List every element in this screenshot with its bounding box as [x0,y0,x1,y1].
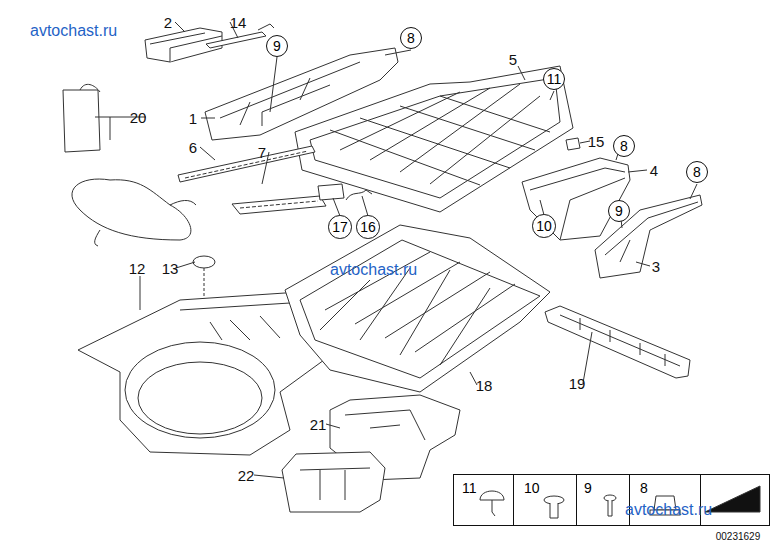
part-number: 21 [310,417,327,432]
callout-number: 17 [332,220,348,234]
callout-number: 8 [620,139,628,153]
part-number: 20 [130,110,147,125]
callout-circle: 9 [608,200,630,222]
callout-number: 9 [615,204,623,218]
callout-number: 16 [360,220,376,234]
callout-circle: 16 [356,215,380,239]
part-number: 4 [650,163,658,178]
part-number: 15 [588,134,605,149]
part-number: 1 [189,111,197,126]
part-number: 5 [509,52,517,67]
part-number: 6 [189,140,197,155]
callout-circle: 8 [686,161,708,183]
watermark: avtochast.ru [330,262,417,278]
fastener-legend: 11 10 9 8 [453,474,770,526]
part-number: 18 [476,378,493,393]
callout-circle: 11 [543,68,566,91]
part-number: 7 [258,145,266,160]
legend-divider [576,475,577,525]
legend-number: 10 [524,481,540,495]
callout-circle: 9 [266,35,288,57]
legend-number: 11 [462,481,477,495]
part-number: 13 [162,261,179,276]
diagram-number: 00231629 [716,532,761,542]
legend-number: 8 [640,481,648,495]
callout-circle: 8 [613,135,635,157]
callout-number: 8 [693,165,701,179]
legend-divider [513,475,514,525]
callout-number: 10 [536,219,552,233]
callout-circle: 8 [400,27,422,49]
part-number: 14 [230,15,247,30]
callout-circle: 17 [328,215,352,239]
callout-number: 11 [547,72,562,86]
part-number: 3 [652,259,660,274]
watermark: avtochast.ru [625,502,712,518]
callout-number: 9 [273,39,281,53]
part-number: 2 [164,15,172,30]
callout-circle: 10 [532,214,556,238]
legend-number: 9 [584,481,592,495]
part-number: 22 [238,468,255,483]
part-number: 19 [569,376,586,391]
part-number: 12 [129,261,146,276]
callout-number: 8 [407,31,415,45]
watermark: avtochast.ru [30,23,117,39]
